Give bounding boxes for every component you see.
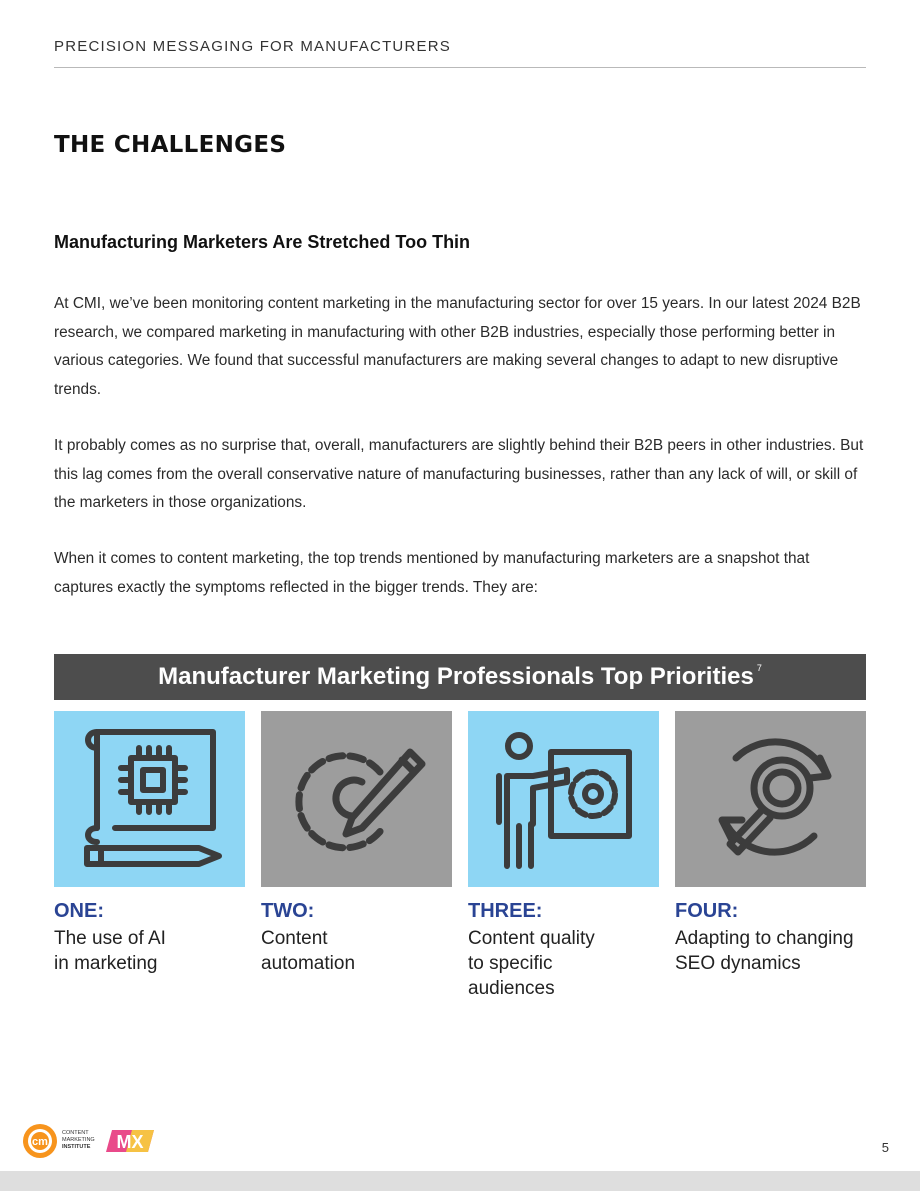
priority-description-line: in marketing (54, 953, 158, 974)
priority-tile-three (468, 711, 659, 887)
page-title: THE CHALLENGES (54, 132, 287, 158)
priority-label-one: ONE: (54, 900, 104, 922)
priority-tile-four (675, 711, 866, 887)
page-number: 5 (881, 1140, 889, 1155)
body-paragraph-1: At CMI, we’ve been monitoring content ma… (54, 295, 861, 398)
priority-description-line: Content quality (468, 928, 595, 949)
bottom-strip (0, 1171, 920, 1191)
priority-label-four: FOUR: (675, 900, 739, 922)
mx-badge-text: MX (117, 1132, 144, 1152)
logo-text-line-3: INSTITUTE (62, 1144, 91, 1150)
magnifier-cycle-icon (718, 738, 831, 856)
priority-description-line: automation (261, 953, 356, 974)
presenter-gear-icon (495, 732, 632, 869)
blueprint-chip-icon (83, 729, 222, 867)
priority-description-line: Content (261, 928, 328, 949)
priorities-banner: Manufacturer Marketing Professionals Top… (54, 654, 866, 700)
priority-tile-two (261, 711, 452, 887)
footnote-marker: 7 (756, 663, 762, 673)
cmi-logo-mark: cm CONTENT MARKETING INSTITUTE MX (23, 1124, 154, 1158)
priorities-title: Manufacturer Marketing Professionals Top… (158, 663, 754, 690)
priority-description-line: The use of AI (54, 928, 166, 949)
section-heading: Manufacturing Marketers Are Stretched To… (54, 232, 471, 252)
running-header: PRECISION MESSAGING FOR MANUFACTURERS (54, 38, 451, 55)
gear-pencil-icon (294, 748, 425, 852)
priority-description-three: Content quality to specific audiences (468, 926, 595, 1001)
priority-label-three: THREE: (468, 900, 543, 922)
body-paragraph-2: It probably comes as no surprise that, o… (54, 437, 864, 511)
logo-text-line-1: CONTENT (62, 1130, 89, 1136)
priority-description-line: SEO dynamics (675, 953, 801, 974)
logo-text-line-2: MARKETING (62, 1137, 95, 1143)
priority-tile-one (54, 711, 245, 887)
cmi-logo: cm CONTENT MARKETING INSTITUTE MX (22, 1122, 162, 1165)
priority-description-line: to specific (468, 953, 553, 974)
priority-description-line: Adapting to changing (675, 928, 854, 949)
priority-label-two: TWO: (261, 900, 315, 922)
priority-description-line: audiences (468, 978, 555, 999)
body-paragraph-3: When it comes to content marketing, the … (54, 550, 810, 596)
priority-description-four: Adapting to changing SEO dynamics (675, 926, 854, 976)
logo-mark-text: cm (32, 1136, 48, 1148)
header-divider (54, 67, 866, 68)
priority-description-two: Content automation (261, 926, 355, 976)
priority-description-one: The use of AI in marketing (54, 926, 166, 976)
